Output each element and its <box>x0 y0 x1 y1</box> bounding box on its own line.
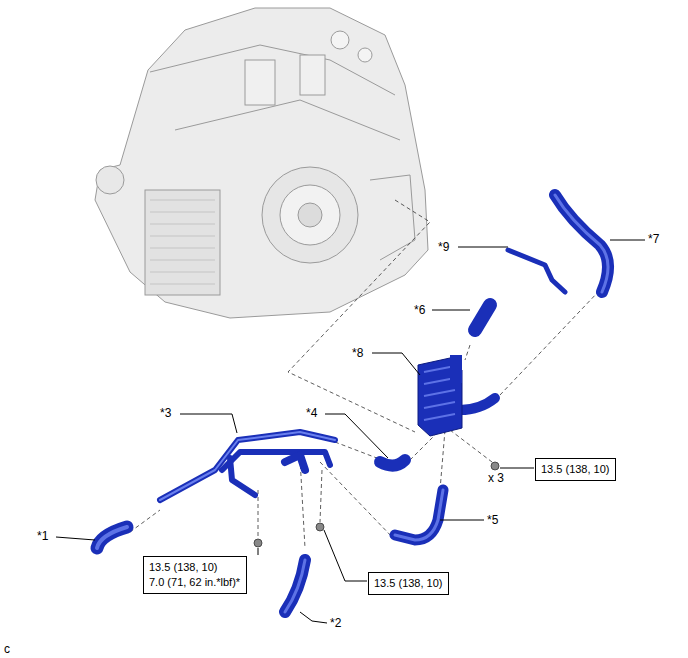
callout-number: c <box>4 643 10 656</box>
torque-box: 13.5 (138, 10) <box>368 572 449 595</box>
callout-number: *4 <box>306 407 317 420</box>
torque-box: 13.5 (138, 10) <box>535 458 616 481</box>
callout-number: *3 <box>160 407 171 420</box>
callout-number: *1 <box>37 530 48 543</box>
callout-number: *9 <box>438 241 449 254</box>
oil-cooler <box>418 355 462 436</box>
callout-number: *7 <box>648 233 659 246</box>
callout-number: x 3 <box>488 472 504 485</box>
torque-spec: 13.5 (138, 10) <box>149 560 241 575</box>
leader-lines <box>56 240 645 623</box>
torque-spec: 13.5 (138, 10) <box>374 576 443 591</box>
callout-number: *6 <box>414 304 425 317</box>
callout-number: *8 <box>352 347 363 360</box>
assembly-lines <box>130 200 600 548</box>
torque-spec: 7.0 (71, 62 in.*lbf)* <box>149 575 241 590</box>
bolts <box>254 462 499 547</box>
callout-number: *2 <box>330 617 341 630</box>
transmission <box>95 8 428 318</box>
callout-number: *5 <box>487 514 498 527</box>
torque-box: 13.5 (138, 10)7.0 (71, 62 in.*lbf)* <box>143 556 247 594</box>
hoses-and-pipes <box>97 195 608 612</box>
torque-spec: 13.5 (138, 10) <box>541 462 610 477</box>
